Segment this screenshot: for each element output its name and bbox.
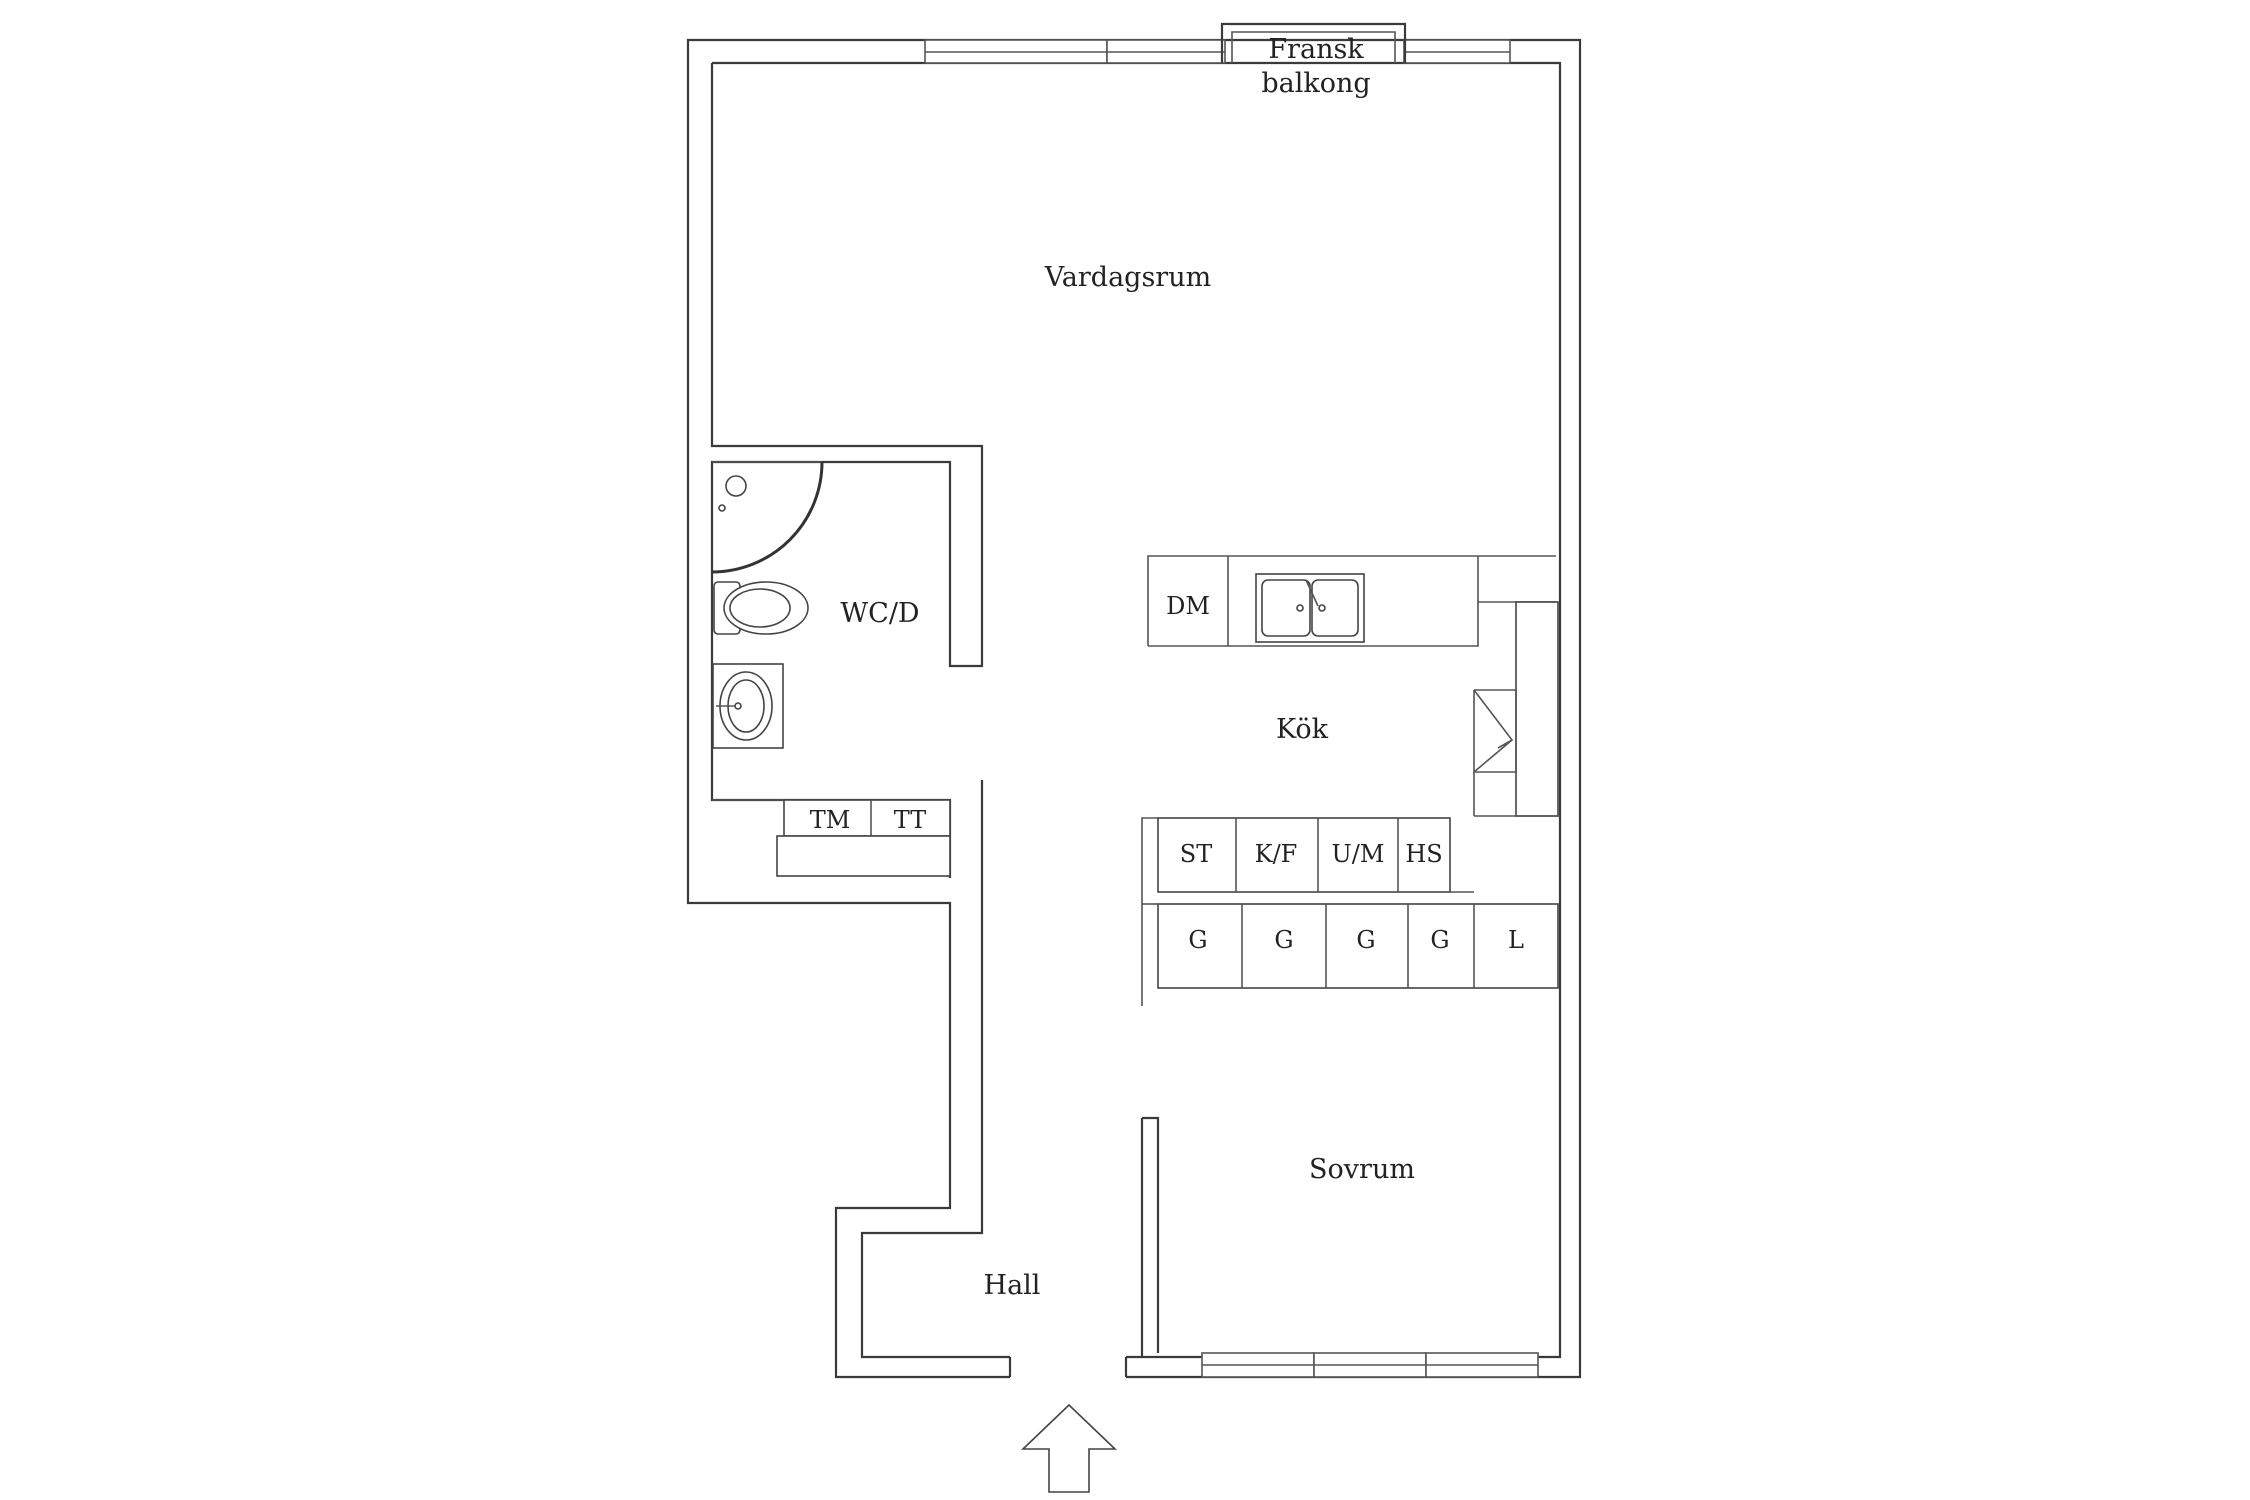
wardrobe-row [1157, 903, 1559, 989]
label-dryer: TT [894, 806, 926, 834]
shower-curtain-arc [711, 461, 824, 574]
double-sink-icon [1255, 573, 1365, 643]
toilet-icon [713, 581, 809, 635]
label-bedroom: Sovrum [1309, 1154, 1415, 1185]
label-wardrobe-3: G [1356, 926, 1375, 954]
label-kitchen: Kök [1276, 714, 1329, 745]
entrance-arrow-icon [1021, 1403, 1117, 1493]
bedroom-walls [1008, 1116, 1160, 1377]
label-fridge-freezer: K/F [1255, 840, 1298, 868]
label-tall-cabinet: HS [1405, 840, 1442, 868]
appliance-row [1157, 817, 1451, 893]
label-stove: ST [1180, 840, 1212, 868]
french-balcony [1220, 22, 1407, 63]
label-dishwasher: DM [1166, 592, 1210, 620]
label-wardrobe-2: G [1274, 926, 1293, 954]
label-washer: TM [810, 806, 851, 834]
bathroom-fixtures [711, 461, 951, 877]
label-bathroom: WC/D [840, 598, 919, 629]
label-wardrobe-4: G [1430, 926, 1449, 954]
shower-drain-icon [725, 475, 747, 497]
wall-cabinet [1473, 601, 1559, 817]
label-microwave-oven: U/M [1332, 840, 1385, 868]
label-balcony-2: balkong [1261, 68, 1370, 99]
outer-walls [686, 38, 1582, 1379]
label-hall: Hall [984, 1270, 1041, 1301]
label-balcony-1: Fransk [1268, 34, 1364, 65]
label-wardrobe-1: G [1188, 926, 1207, 954]
kitchen-fixtures [1141, 555, 1560, 1006]
label-linen-closet: L [1508, 926, 1524, 954]
laundry-area [776, 799, 951, 877]
windows [924, 39, 1539, 1378]
label-living-room: Vardagsrum [1044, 262, 1211, 293]
sink-icon [712, 663, 784, 749]
